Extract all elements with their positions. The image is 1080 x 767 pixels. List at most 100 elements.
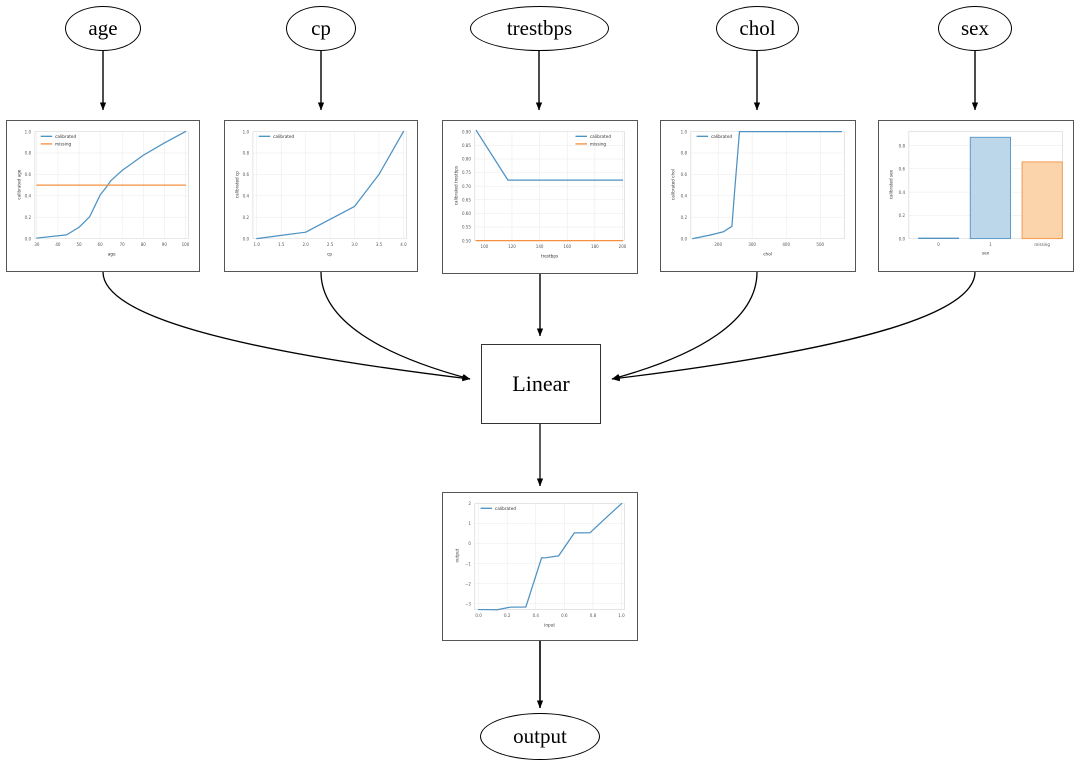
svg-text:400: 400 (782, 242, 790, 247)
node-trestbps[interactable]: trestbps (470, 6, 609, 51)
svg-text:0.6: 0.6 (25, 172, 32, 177)
svg-text:0.2: 0.2 (243, 215, 250, 220)
svg-text:calibrated: calibrated (55, 134, 76, 139)
chart-sex-svg: 0.0 0.2 0.4 0.6 0.8 0 1 missing sex cali… (889, 131, 1063, 256)
svg-text:calibrated: calibrated (711, 134, 732, 139)
svg-text:0.0: 0.0 (25, 236, 32, 241)
svg-text:0.8: 0.8 (681, 151, 688, 156)
svg-text:0.75: 0.75 (462, 170, 471, 175)
svg-text:0.4: 0.4 (243, 194, 250, 199)
svg-text:missing: missing (55, 141, 72, 146)
node-linear-label: Linear (512, 371, 570, 396)
node-cp-label: cp (311, 16, 331, 40)
svg-text:calibrated sex: calibrated sex (889, 169, 894, 199)
svg-text:2.0: 2.0 (302, 242, 309, 247)
svg-text:0.0: 0.0 (243, 236, 250, 241)
svg-text:80: 80 (141, 242, 147, 247)
svg-text:0.6: 0.6 (561, 613, 568, 618)
svg-text:input: input (544, 623, 555, 628)
svg-text:100: 100 (481, 244, 489, 249)
svg-text:calibrated age: calibrated age (17, 169, 22, 199)
svg-text:calibrated trestbps: calibrated trestbps (453, 166, 458, 205)
svg-text:180: 180 (591, 244, 599, 249)
svg-text:0.8: 0.8 (899, 143, 906, 148)
svg-text:3.0: 3.0 (351, 242, 358, 247)
chart-chol-svg: 0.0 0.2 0.4 0.6 0.8 1.0 200 300 400 500 … (671, 129, 845, 257)
svg-text:cp: cp (327, 252, 332, 257)
svg-text:0.2: 0.2 (681, 215, 688, 220)
svg-text:100: 100 (182, 242, 190, 247)
svg-text:1: 1 (468, 521, 471, 526)
svg-text:60: 60 (98, 242, 104, 247)
chart-output-svg: −3 −2 −1 0 1 2 0.0 0.2 0.4 0.6 0.8 1.0 i… (454, 501, 625, 628)
svg-text:4.0: 4.0 (400, 242, 407, 247)
svg-text:trestbps: trestbps (541, 254, 558, 259)
svg-text:500: 500 (816, 242, 824, 247)
svg-text:0.6: 0.6 (681, 172, 688, 177)
chart-node-trestbps[interactable]: 0.50 0.55 0.60 0.65 0.70 0.75 0.80 0.85 … (442, 120, 638, 274)
svg-text:−1: −1 (465, 561, 471, 566)
node-sex-label: sex (961, 16, 989, 40)
svg-text:0.0: 0.0 (899, 236, 906, 241)
svg-text:0: 0 (468, 541, 471, 546)
svg-text:0.50: 0.50 (462, 238, 471, 243)
svg-text:0.4: 0.4 (533, 613, 540, 618)
svg-text:calibrated: calibrated (273, 134, 294, 139)
node-age[interactable]: age (65, 6, 141, 51)
svg-text:0.2: 0.2 (899, 213, 906, 218)
svg-text:0.90: 0.90 (462, 130, 471, 135)
svg-text:0.0: 0.0 (475, 613, 482, 618)
svg-text:50: 50 (76, 242, 82, 247)
svg-text:0.80: 0.80 (462, 157, 471, 162)
svg-text:0.65: 0.65 (462, 197, 471, 202)
chart-node-chol[interactable]: 0.0 0.2 0.4 0.6 0.8 1.0 200 300 400 500 … (660, 120, 856, 272)
svg-text:120: 120 (508, 244, 516, 249)
svg-text:0.4: 0.4 (899, 190, 906, 195)
svg-text:200: 200 (714, 242, 722, 247)
svg-text:0.4: 0.4 (25, 194, 32, 199)
svg-text:0.8: 0.8 (243, 151, 250, 156)
svg-text:missing: missing (590, 141, 607, 146)
svg-text:140: 140 (536, 244, 544, 249)
svg-text:−3: −3 (465, 601, 471, 606)
chart-node-output[interactable]: −3 −2 −1 0 1 2 0.0 0.2 0.4 0.6 0.8 1.0 i… (442, 492, 638, 641)
svg-text:160: 160 (563, 244, 571, 249)
svg-text:0.2: 0.2 (504, 613, 511, 618)
svg-text:1.0: 1.0 (243, 129, 250, 134)
svg-text:0.0: 0.0 (681, 236, 688, 241)
svg-text:200: 200 (619, 244, 627, 249)
svg-text:0: 0 (937, 242, 940, 247)
edge-cholchart-to-linear (611, 271, 758, 381)
svg-text:0.8: 0.8 (25, 151, 32, 156)
chart-node-age[interactable]: 0.0 0.2 0.4 0.6 0.8 1.0 30 40 50 60 70 8… (6, 120, 200, 272)
svg-text:0.4: 0.4 (681, 194, 688, 199)
svg-text:missing: missing (1034, 242, 1050, 247)
svg-text:age: age (108, 252, 116, 257)
node-cp[interactable]: cp (286, 6, 356, 51)
chart-node-cp[interactable]: 0.0 0.2 0.4 0.6 0.8 1.0 1.0 1.5 2.0 2.5 … (224, 120, 418, 272)
node-sex[interactable]: sex (938, 6, 1012, 51)
node-output[interactable]: output (480, 713, 600, 760)
svg-text:1: 1 (989, 242, 992, 247)
svg-text:output: output (454, 548, 459, 562)
chart-node-sex[interactable]: 0.0 0.2 0.4 0.6 0.8 0 1 missing sex cali… (878, 120, 1074, 272)
svg-text:3.5: 3.5 (376, 242, 383, 247)
node-output-label: output (513, 724, 567, 748)
svg-text:0.55: 0.55 (462, 225, 471, 230)
svg-text:1.0: 1.0 (618, 613, 625, 618)
svg-text:0.85: 0.85 (462, 143, 471, 148)
svg-text:300: 300 (748, 242, 756, 247)
svg-text:30: 30 (34, 242, 40, 247)
svg-text:calibrated: calibrated (590, 134, 611, 139)
svg-text:0.70: 0.70 (462, 184, 471, 189)
svg-text:calibrated chol: calibrated chol (671, 169, 676, 200)
edge-sexchart-to-linear (611, 271, 976, 382)
svg-text:−2: −2 (465, 581, 471, 586)
chart-cp-svg: 0.0 0.2 0.4 0.6 0.8 1.0 1.0 1.5 2.0 2.5 … (235, 129, 408, 257)
node-linear[interactable]: Linear (481, 344, 601, 424)
svg-text:0.8: 0.8 (590, 613, 597, 618)
node-chol[interactable]: chol (716, 6, 799, 51)
svg-text:40: 40 (55, 242, 61, 247)
svg-text:2.5: 2.5 (327, 242, 334, 247)
